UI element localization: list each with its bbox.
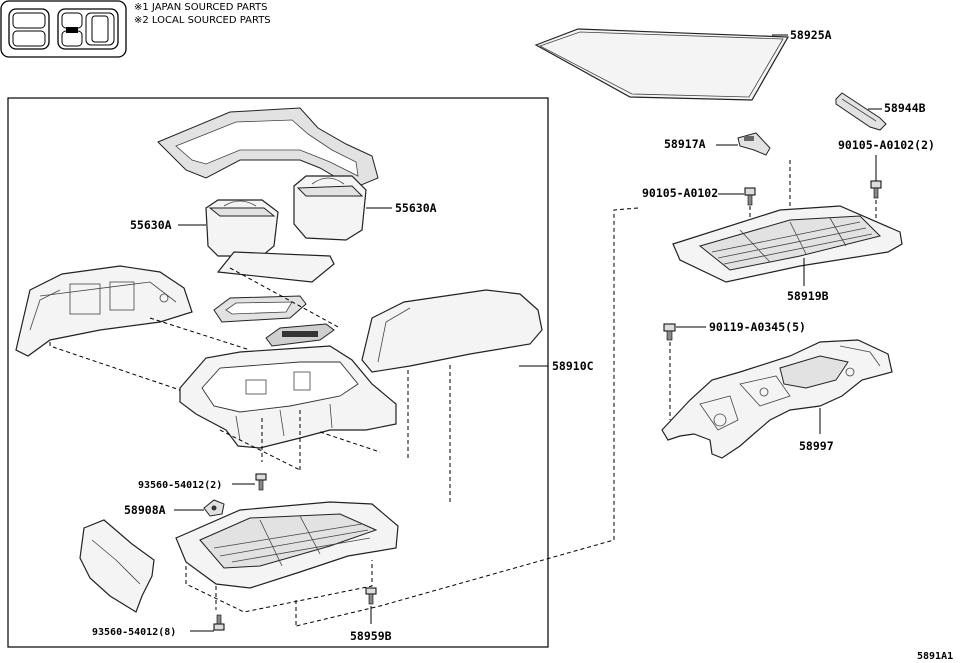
part-58908A-clip (203, 499, 225, 517)
legend-local-sourced: ※2 LOCAL SOURCED PARTS (134, 15, 271, 26)
label-90105-A0102: 90105-A0102 (642, 186, 718, 200)
part-58917A-cover (737, 132, 771, 156)
part-55630A-cup-right (293, 175, 367, 241)
label-93560-54012-2: 93560-54012(2) (138, 480, 222, 491)
screw-93560-lower (213, 614, 225, 631)
bolt-90105-left (744, 187, 756, 206)
label-90105-A0102-2: 90105-A0102(2) (838, 138, 935, 152)
assembly-frame (7, 97, 549, 648)
console-layout-icon (0, 0, 127, 58)
part-pad-sheet (216, 251, 335, 283)
label-58917A: 58917A (664, 137, 706, 151)
screw-58959B (365, 587, 377, 605)
label-58925A: 58925A (790, 28, 832, 42)
bolt-90119 (663, 323, 676, 341)
label-93560-54012-8: 93560-54012(8) (92, 627, 176, 638)
label-58944B: 58944B (884, 101, 926, 115)
part-top-trim-ring (157, 107, 379, 189)
part-armrest-lid (361, 289, 543, 373)
label-55630A-left: 55630A (130, 218, 172, 232)
diagram-code: 5891A1 (917, 651, 953, 662)
screw-93560-upper (255, 473, 267, 491)
part-lower-base-tray (175, 501, 399, 589)
part-switch-panel (265, 323, 335, 347)
label-58919B: 58919B (787, 289, 829, 303)
part-small-tray (213, 295, 307, 323)
label-55630A-right: 55630A (395, 201, 437, 215)
label-58910C: 58910C (552, 359, 594, 373)
part-console-body (179, 345, 397, 449)
bolt-90105-right (870, 180, 882, 199)
label-90119-A0345: 90119-A0345(5) (709, 320, 806, 334)
part-58944B-clip (835, 92, 887, 131)
part-side-cover (79, 519, 155, 613)
part-58919B-tray (672, 205, 903, 283)
label-58997: 58997 (799, 439, 834, 453)
part-58925A-mat (534, 28, 790, 101)
label-58959B: 58959B (350, 629, 392, 643)
part-58997-bracket (661, 339, 893, 459)
part-55630A-cup-left (205, 199, 279, 257)
legend-japan-sourced: ※1 JAPAN SOURCED PARTS (134, 2, 268, 13)
label-58908A: 58908A (124, 503, 166, 517)
part-left-side-panel (15, 265, 193, 357)
